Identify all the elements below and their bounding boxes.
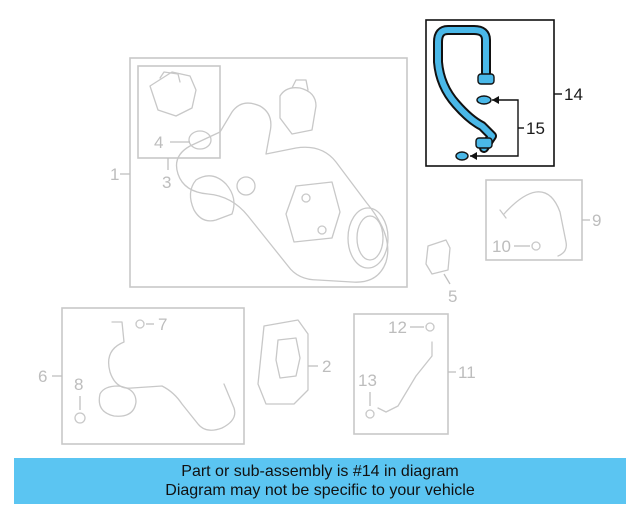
callout-11: 11 [458, 363, 476, 382]
washer-10 [531, 241, 541, 251]
gasket-2-inner [275, 337, 301, 379]
turbo-wastegate [279, 79, 317, 135]
callout-9: 9 [592, 211, 601, 230]
oil-line-fitting-top [477, 73, 495, 85]
washer-8 [74, 412, 86, 424]
callout-8: 8 [74, 375, 83, 394]
pipe-9-group [485, 179, 590, 261]
turbo-flange-hole-1 [301, 193, 311, 203]
turbo-inlet [189, 175, 235, 222]
banner-line-1: Part or sub-assembly is #14 in diagram [181, 463, 459, 480]
oil-line-14-group [425, 19, 562, 167]
actuator-part [149, 71, 197, 117]
actuator-subbox [137, 65, 221, 159]
oil-line-14-fill [435, 27, 495, 151]
callout-5: 5 [448, 287, 457, 306]
turbo-flange-hole-2 [317, 225, 327, 235]
arrow-15-bottom [470, 152, 477, 160]
washer-13 [365, 409, 375, 419]
gasket-2-group [257, 319, 318, 405]
pipe-6-box [61, 307, 245, 445]
arrow-15-top [492, 96, 499, 104]
callout-15: 15 [526, 119, 545, 138]
leader-5 [443, 273, 451, 285]
turbocharger-box [129, 57, 408, 288]
callout-10: 10 [492, 237, 511, 256]
banner-line-2: Diagram may not be specific to your vehi… [165, 482, 475, 499]
washer-15-top [476, 95, 492, 105]
pipe-9 [499, 191, 567, 257]
turbo-outlet-inner [356, 215, 384, 261]
pipe-6 [107, 321, 236, 431]
washer-12 [425, 322, 435, 332]
pipe-11-group [353, 313, 456, 435]
oil-line-fitting-bottom [475, 137, 493, 149]
gasket-4 [188, 130, 212, 150]
gasket-2 [257, 319, 309, 405]
callout-7: 7 [158, 315, 167, 334]
pipe-6-group [52, 307, 245, 445]
callout-13: 13 [358, 371, 377, 390]
turbo-flange-hole-3 [236, 176, 256, 196]
callout-1: 1 [110, 165, 119, 184]
washer-15-bottom [455, 151, 469, 161]
turbo-flange [285, 181, 341, 243]
callout-2: 2 [322, 357, 331, 376]
washer-7 [135, 319, 145, 329]
turbo-housing [175, 102, 389, 283]
callout-3: 3 [162, 173, 171, 192]
callout-12: 12 [388, 318, 407, 337]
callout-6: 6 [38, 367, 47, 386]
callout-4: 4 [154, 133, 163, 152]
pipe-6-fitting [98, 385, 137, 417]
turbocharger-group [120, 57, 451, 288]
pipe-11-box [353, 313, 449, 435]
pipe-11 [377, 341, 433, 413]
bracket-5 [425, 239, 451, 275]
info-banner: Part or sub-assembly is #14 in diagram D… [14, 458, 626, 504]
turbo-outlet [347, 207, 389, 269]
callout-14: 14 [564, 85, 583, 104]
